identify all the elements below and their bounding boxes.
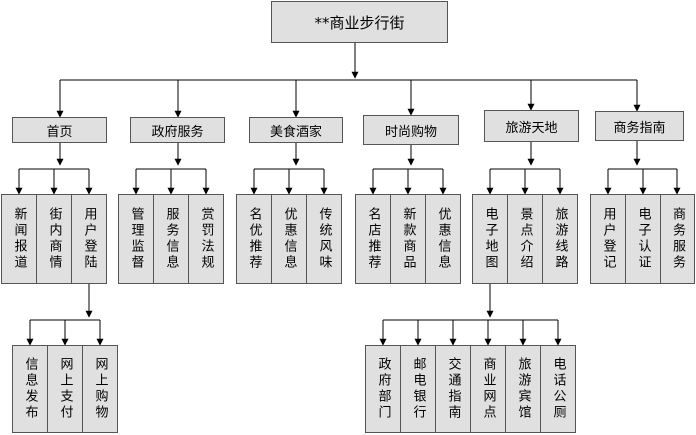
- item-node: 用户登陆: [71, 194, 107, 284]
- item-node: 新款商品: [390, 194, 426, 284]
- category-label: 旅游天地: [505, 120, 558, 136]
- subitem-node: 商业网点: [470, 345, 506, 433]
- item-node: 传统风味: [306, 194, 342, 284]
- category-label: 美食酒家: [269, 124, 322, 140]
- item-node: 旅游线路: [542, 194, 578, 284]
- item-label: 名优推荐: [246, 207, 262, 271]
- subitem-label: 电话公厕: [550, 357, 566, 421]
- subitem-node: 旅游宾馆: [505, 345, 541, 433]
- subitem-node: 信息发布: [12, 345, 48, 433]
- root-label: **商业步行街: [314, 13, 405, 32]
- subitem-label: 邮电银行: [410, 357, 426, 421]
- item-label: 新款商品: [400, 207, 416, 271]
- item-label: 用户登记: [600, 207, 616, 271]
- item-node: 赏罚法规: [188, 194, 224, 284]
- subitem-label: 网上支付: [57, 357, 73, 421]
- category-label: 时尚购物: [384, 124, 437, 140]
- subitem-node: 交通指南: [435, 345, 471, 433]
- item-label: 名店推荐: [365, 207, 381, 271]
- category-node-business: 商务指南: [595, 111, 684, 141]
- category-label: 首页: [46, 124, 73, 140]
- item-label: 管理监督: [128, 207, 144, 271]
- category-node-government: 政府服务: [130, 117, 225, 143]
- root-node: **商业步行街: [271, 1, 448, 43]
- subitem-label: 网上购物: [92, 357, 108, 421]
- item-node: 用户登记: [590, 194, 626, 284]
- item-node: 电子地图: [472, 194, 508, 284]
- item-label: 旅游线路: [552, 207, 568, 271]
- category-node-shopping: 时尚购物: [363, 115, 459, 145]
- subitem-node: 政府部门: [365, 345, 401, 433]
- subitem-node: 电话公厕: [540, 345, 576, 433]
- subitem-label: 商业网点: [480, 357, 496, 421]
- item-label: 用户登陆: [81, 207, 97, 271]
- subitem-node: 邮电银行: [400, 345, 436, 433]
- item-node: 新闻报道: [1, 194, 37, 284]
- item-label: 景点介绍: [517, 207, 533, 271]
- category-node-food: 美食酒家: [249, 117, 343, 143]
- item-label: 新闻报道: [11, 207, 27, 271]
- item-node: 名优推荐: [236, 194, 272, 284]
- item-node: 商务服务: [660, 194, 695, 284]
- item-label: 电子认证: [635, 207, 651, 271]
- category-node-travel: 旅游天地: [484, 110, 579, 142]
- item-node: 管理监督: [118, 194, 154, 284]
- subitem-label: 信息发布: [22, 357, 38, 421]
- item-label: 传统风味: [316, 207, 332, 271]
- item-node: 景点介绍: [507, 194, 543, 284]
- item-node: 名店推荐: [355, 194, 391, 284]
- item-label: 商务服务: [670, 207, 685, 271]
- subitem-node: 网上支付: [47, 345, 83, 433]
- subitem-label: 旅游宾馆: [515, 357, 531, 421]
- category-node-home: 首页: [12, 117, 107, 143]
- category-label: 政府服务: [151, 124, 204, 140]
- item-node: 优惠信息: [425, 194, 461, 284]
- item-label: 优惠信息: [281, 207, 297, 271]
- item-node: 街内商情: [36, 194, 72, 284]
- item-label: 优惠信息: [435, 207, 451, 271]
- item-node: 优惠信息: [271, 194, 307, 284]
- item-node: 服务信息: [153, 194, 189, 284]
- item-label: 赏罚法规: [198, 207, 214, 271]
- item-label: 电子地图: [482, 207, 498, 271]
- category-label: 商务指南: [613, 120, 666, 136]
- item-node: 电子认证: [625, 194, 661, 284]
- subitem-node: 网上购物: [82, 345, 118, 433]
- subitem-label: 政府部门: [375, 357, 391, 421]
- item-label: 街内商情: [46, 207, 62, 271]
- item-label: 服务信息: [163, 207, 179, 271]
- subitem-label: 交通指南: [445, 357, 461, 421]
